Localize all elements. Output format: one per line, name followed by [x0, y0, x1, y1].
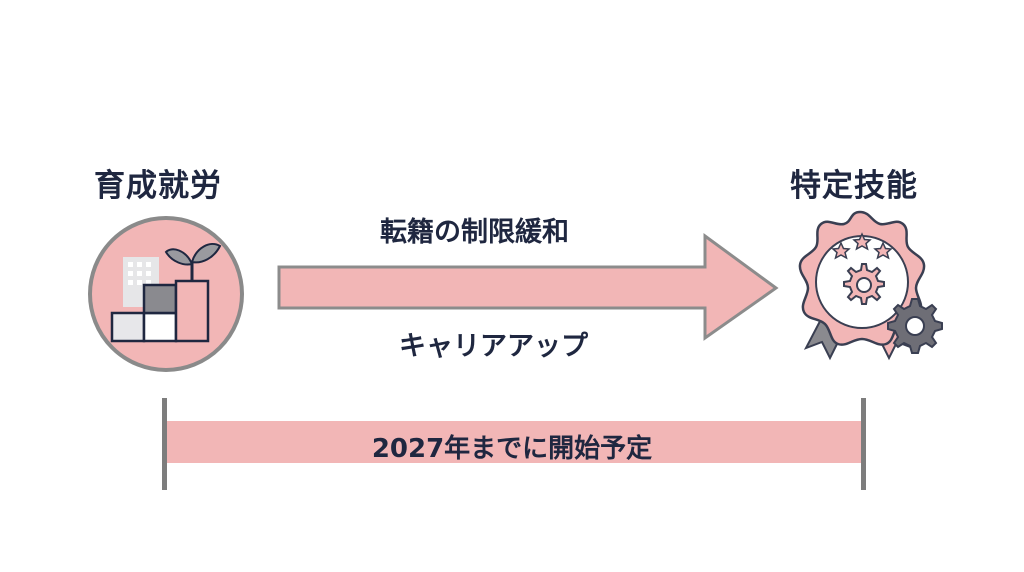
award-badge-gear-icon: [798, 210, 943, 361]
timeline-start-marker: [162, 398, 167, 490]
timeline-end-marker: [861, 398, 866, 490]
gray-gear-icon: [887, 298, 943, 354]
growth-blocks-icon: [88, 216, 244, 372]
timeline-label: 2027年までに開始予定: [371, 434, 653, 464]
arrow-top-label: 転籍の制限緩和: [380, 217, 569, 248]
transition-arrow: [277, 233, 779, 341]
timeline-bar: [162, 398, 866, 490]
badge-gear-icon: [843, 263, 885, 305]
arrow-bottom-label: キャリアアップ: [399, 331, 588, 362]
right-title: 特定技能: [790, 168, 918, 204]
left-title: 育成就労: [94, 168, 222, 204]
